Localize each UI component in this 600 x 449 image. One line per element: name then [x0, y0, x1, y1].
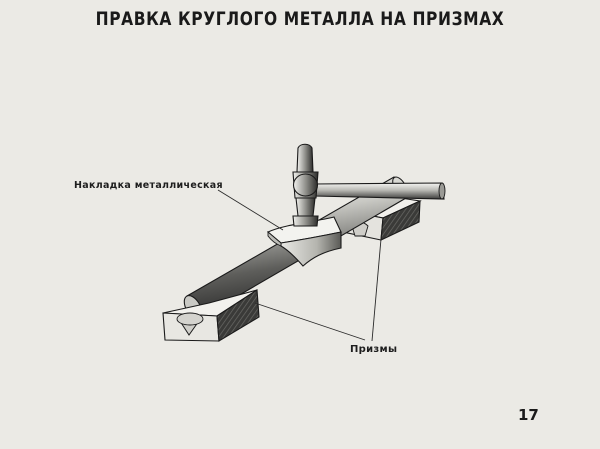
- prism-block-icon: [162, 289, 260, 342]
- label-prisms: Призмы: [350, 344, 398, 355]
- page-number: 17: [518, 406, 539, 424]
- hammer-icon: [292, 143, 446, 227]
- leader-lines: [217, 189, 382, 342]
- diagram-title: ПРАВКА КРУГЛОГО МЕТАЛЛА НА ПРИЗМАХ: [95, 8, 505, 30]
- label-metal-overlay: Накладка металлическая: [74, 180, 223, 191]
- metal-overlay-icon: [266, 216, 342, 267]
